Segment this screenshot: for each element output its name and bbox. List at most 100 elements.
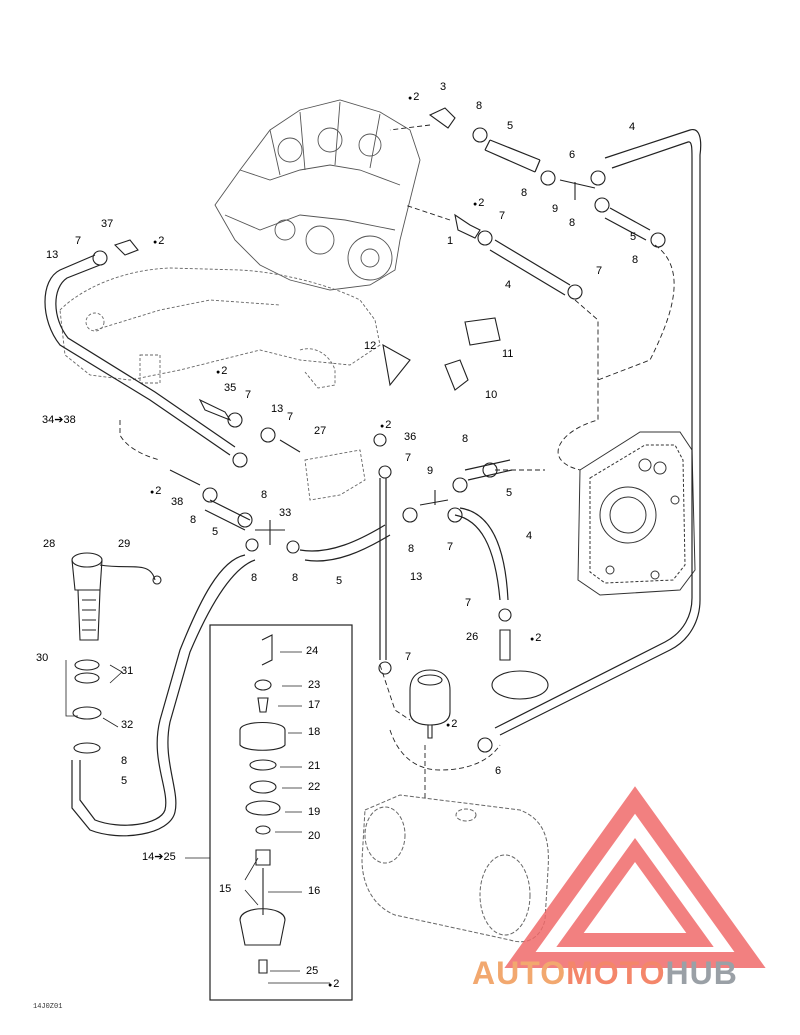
callout: 19 — [308, 807, 320, 818]
callout: 8 — [292, 573, 298, 584]
callout-number: 5 — [121, 775, 128, 787]
callout: 13 — [271, 404, 283, 415]
callout: 5 — [121, 776, 127, 787]
callout-number: 5 — [212, 526, 219, 538]
callout-number: 13 — [271, 403, 284, 415]
callout: 21 — [308, 761, 320, 772]
clamps-fittings — [92, 107, 666, 753]
callout: 9 — [427, 466, 433, 477]
callout-number: 2 — [413, 91, 420, 103]
callout-number: 5 — [507, 120, 514, 132]
callout-number: 18 — [308, 726, 321, 738]
callout: 7 — [287, 412, 293, 423]
callout-number: 1 — [447, 235, 454, 247]
callout: 8 — [462, 434, 468, 445]
callout: ●2 — [380, 420, 391, 431]
callout-number: 8 — [190, 514, 197, 526]
thermostat-parts — [239, 634, 286, 974]
callout: 27 — [314, 426, 326, 437]
oil-drop-icon: ● — [216, 369, 221, 376]
callout: ●2 — [446, 719, 457, 730]
callout-number: 2 — [158, 235, 165, 247]
callout: 30 — [36, 653, 48, 664]
callout: 8 — [521, 188, 527, 199]
callout: 18 — [308, 727, 320, 738]
callout: 7 — [405, 453, 411, 464]
callout: 12 — [364, 341, 376, 352]
callout-number: 8 — [261, 489, 268, 501]
callout-number: 6 — [495, 765, 502, 777]
callout-number: 37 — [101, 218, 114, 230]
callout: 31 — [121, 666, 133, 677]
callout: 8 — [408, 544, 414, 555]
callout: 7 — [405, 652, 411, 663]
callout-number: 9 — [427, 465, 434, 477]
callout: 14➔25 — [142, 852, 176, 863]
callout-number: 7 — [405, 452, 412, 464]
expansion-tank — [409, 669, 451, 739]
callout: 36 — [404, 432, 416, 443]
callout: 28 — [43, 539, 55, 550]
oil-drop-icon: ● — [446, 722, 451, 729]
callout: 13 — [410, 572, 422, 583]
callout: 8 — [569, 218, 575, 229]
oil-drop-icon: ● — [408, 95, 413, 102]
callout: 16 — [308, 886, 320, 897]
callout-number: 16 — [308, 885, 321, 897]
watermark-part-auto: AUTO — [472, 955, 567, 991]
callout-number: 2 — [155, 485, 162, 497]
callout-number: 7 — [245, 389, 252, 401]
callout: 24 — [306, 646, 318, 657]
leader-lines — [65, 651, 330, 984]
callout-number: 2 — [221, 365, 228, 377]
callout: 23 — [308, 680, 320, 691]
callout-number: 34➔38 — [42, 414, 76, 426]
callout-number: 9 — [552, 203, 559, 215]
callout-number: 35 — [224, 382, 237, 394]
callout: ●2 — [216, 366, 227, 377]
callout-number: 2 — [535, 632, 542, 644]
callout: 25 — [306, 966, 318, 977]
figure-code: 14J0Z01 — [33, 1003, 63, 1011]
callout-number: 7 — [596, 265, 603, 277]
watermark-part-moto: MOTO — [566, 955, 666, 991]
callout-number: 8 — [292, 572, 299, 584]
callout-number: 5 — [630, 231, 637, 243]
callout-number: 38 — [171, 496, 184, 508]
callout-number: 23 — [308, 679, 321, 691]
callout: 1 — [447, 236, 453, 247]
oil-drop-icon: ● — [473, 201, 478, 208]
callout-number: 10 — [485, 389, 498, 401]
pump-housing — [59, 267, 381, 501]
callout: 29 — [118, 539, 130, 550]
callout: 8 — [121, 756, 127, 767]
callout: 33 — [279, 508, 291, 519]
callout-number: 8 — [121, 755, 128, 767]
callout-number: 21 — [308, 760, 321, 772]
callout-number: 7 — [499, 210, 506, 222]
callout: 35 — [224, 383, 236, 394]
callout: 5 — [212, 527, 218, 538]
callout-number: 5 — [506, 487, 513, 499]
callout: 7 — [447, 542, 453, 553]
callout-number: 13 — [410, 571, 423, 583]
callout-number: 7 — [75, 235, 82, 247]
callout: 20 — [308, 831, 320, 842]
callout: 8 — [476, 101, 482, 112]
vent-cap-assembly — [71, 552, 162, 754]
callout: 13 — [46, 250, 58, 261]
callout: ●2 — [530, 633, 541, 644]
callout-number: 4 — [526, 530, 533, 542]
callout-number: 29 — [118, 538, 131, 550]
callout-number: 7 — [447, 541, 454, 553]
callout-number: 4 — [505, 279, 512, 291]
callout: ●2 — [328, 979, 339, 990]
callout: 9 — [552, 204, 558, 215]
callout: 5 — [507, 121, 513, 132]
callout: 5 — [506, 488, 512, 499]
callout-number: 5 — [336, 575, 343, 587]
callout: 37 — [101, 219, 113, 230]
callout: 34➔38 — [42, 415, 76, 426]
callout: 7 — [465, 598, 471, 609]
callout: 22 — [308, 782, 320, 793]
